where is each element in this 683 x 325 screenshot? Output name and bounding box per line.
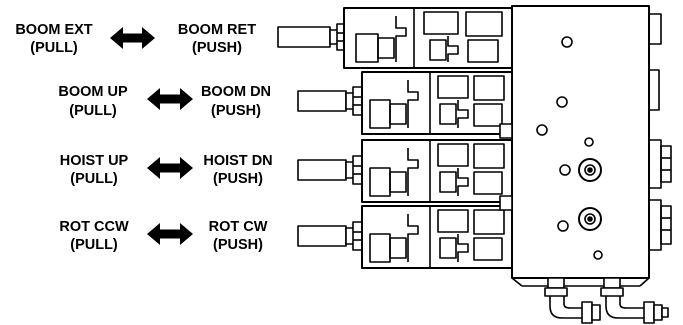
push-label-rot-cw: ROT CW: [209, 219, 268, 235]
valve-section-2: [297, 71, 513, 135]
pull-label-boom-ext: BOOM EXT: [15, 22, 92, 38]
double-arrow-icon: [110, 27, 155, 49]
double-arrow-icon: [147, 88, 193, 110]
pull-action-hoist-up: (PULL): [70, 171, 118, 187]
valve-section-4: [297, 205, 513, 269]
control-row-boom-up-dn: BOOM UP (PULL) BOOM DN (PUSH): [58, 84, 271, 119]
push-label-hoist-dn: HOIST DN: [203, 153, 272, 169]
valve-section-3: [297, 139, 513, 203]
push-action-hoist-dn: (PUSH): [213, 171, 263, 187]
pull-label-rot-ccw: ROT CCW: [59, 219, 129, 235]
pull-label-hoist-up: HOIST UP: [60, 153, 129, 169]
control-row-hoist-up-dn: HOIST UP (PULL) HOIST DN (PUSH): [60, 153, 273, 187]
valve-section-1: [277, 7, 513, 69]
valve-bank: [277, 5, 672, 324]
push-action-rot-cw: (PUSH): [213, 237, 263, 253]
pull-action-boom-up: (PULL): [69, 103, 117, 119]
push-action-boom-dn: (PUSH): [211, 103, 261, 119]
double-arrow-icon: [147, 157, 193, 179]
manifold-block: [511, 5, 672, 287]
pull-action-boom-ext: (PULL): [30, 40, 78, 56]
control-row-boom-ext-ret: BOOM EXT (PULL) BOOM RET (PUSH): [15, 22, 256, 56]
double-arrow-icon: [147, 223, 193, 245]
push-label-boom-ret: BOOM RET: [178, 22, 256, 38]
bottom-fittings: [544, 277, 669, 324]
pull-label-boom-up: BOOM UP: [58, 84, 128, 100]
push-action-boom-ret: (PUSH): [192, 40, 242, 56]
control-row-rot-ccw-cw: ROT CCW (PULL) ROT CW (PUSH): [59, 219, 267, 253]
push-label-boom-dn: BOOM DN: [201, 84, 271, 100]
pull-action-rot-ccw: (PULL): [70, 237, 118, 253]
